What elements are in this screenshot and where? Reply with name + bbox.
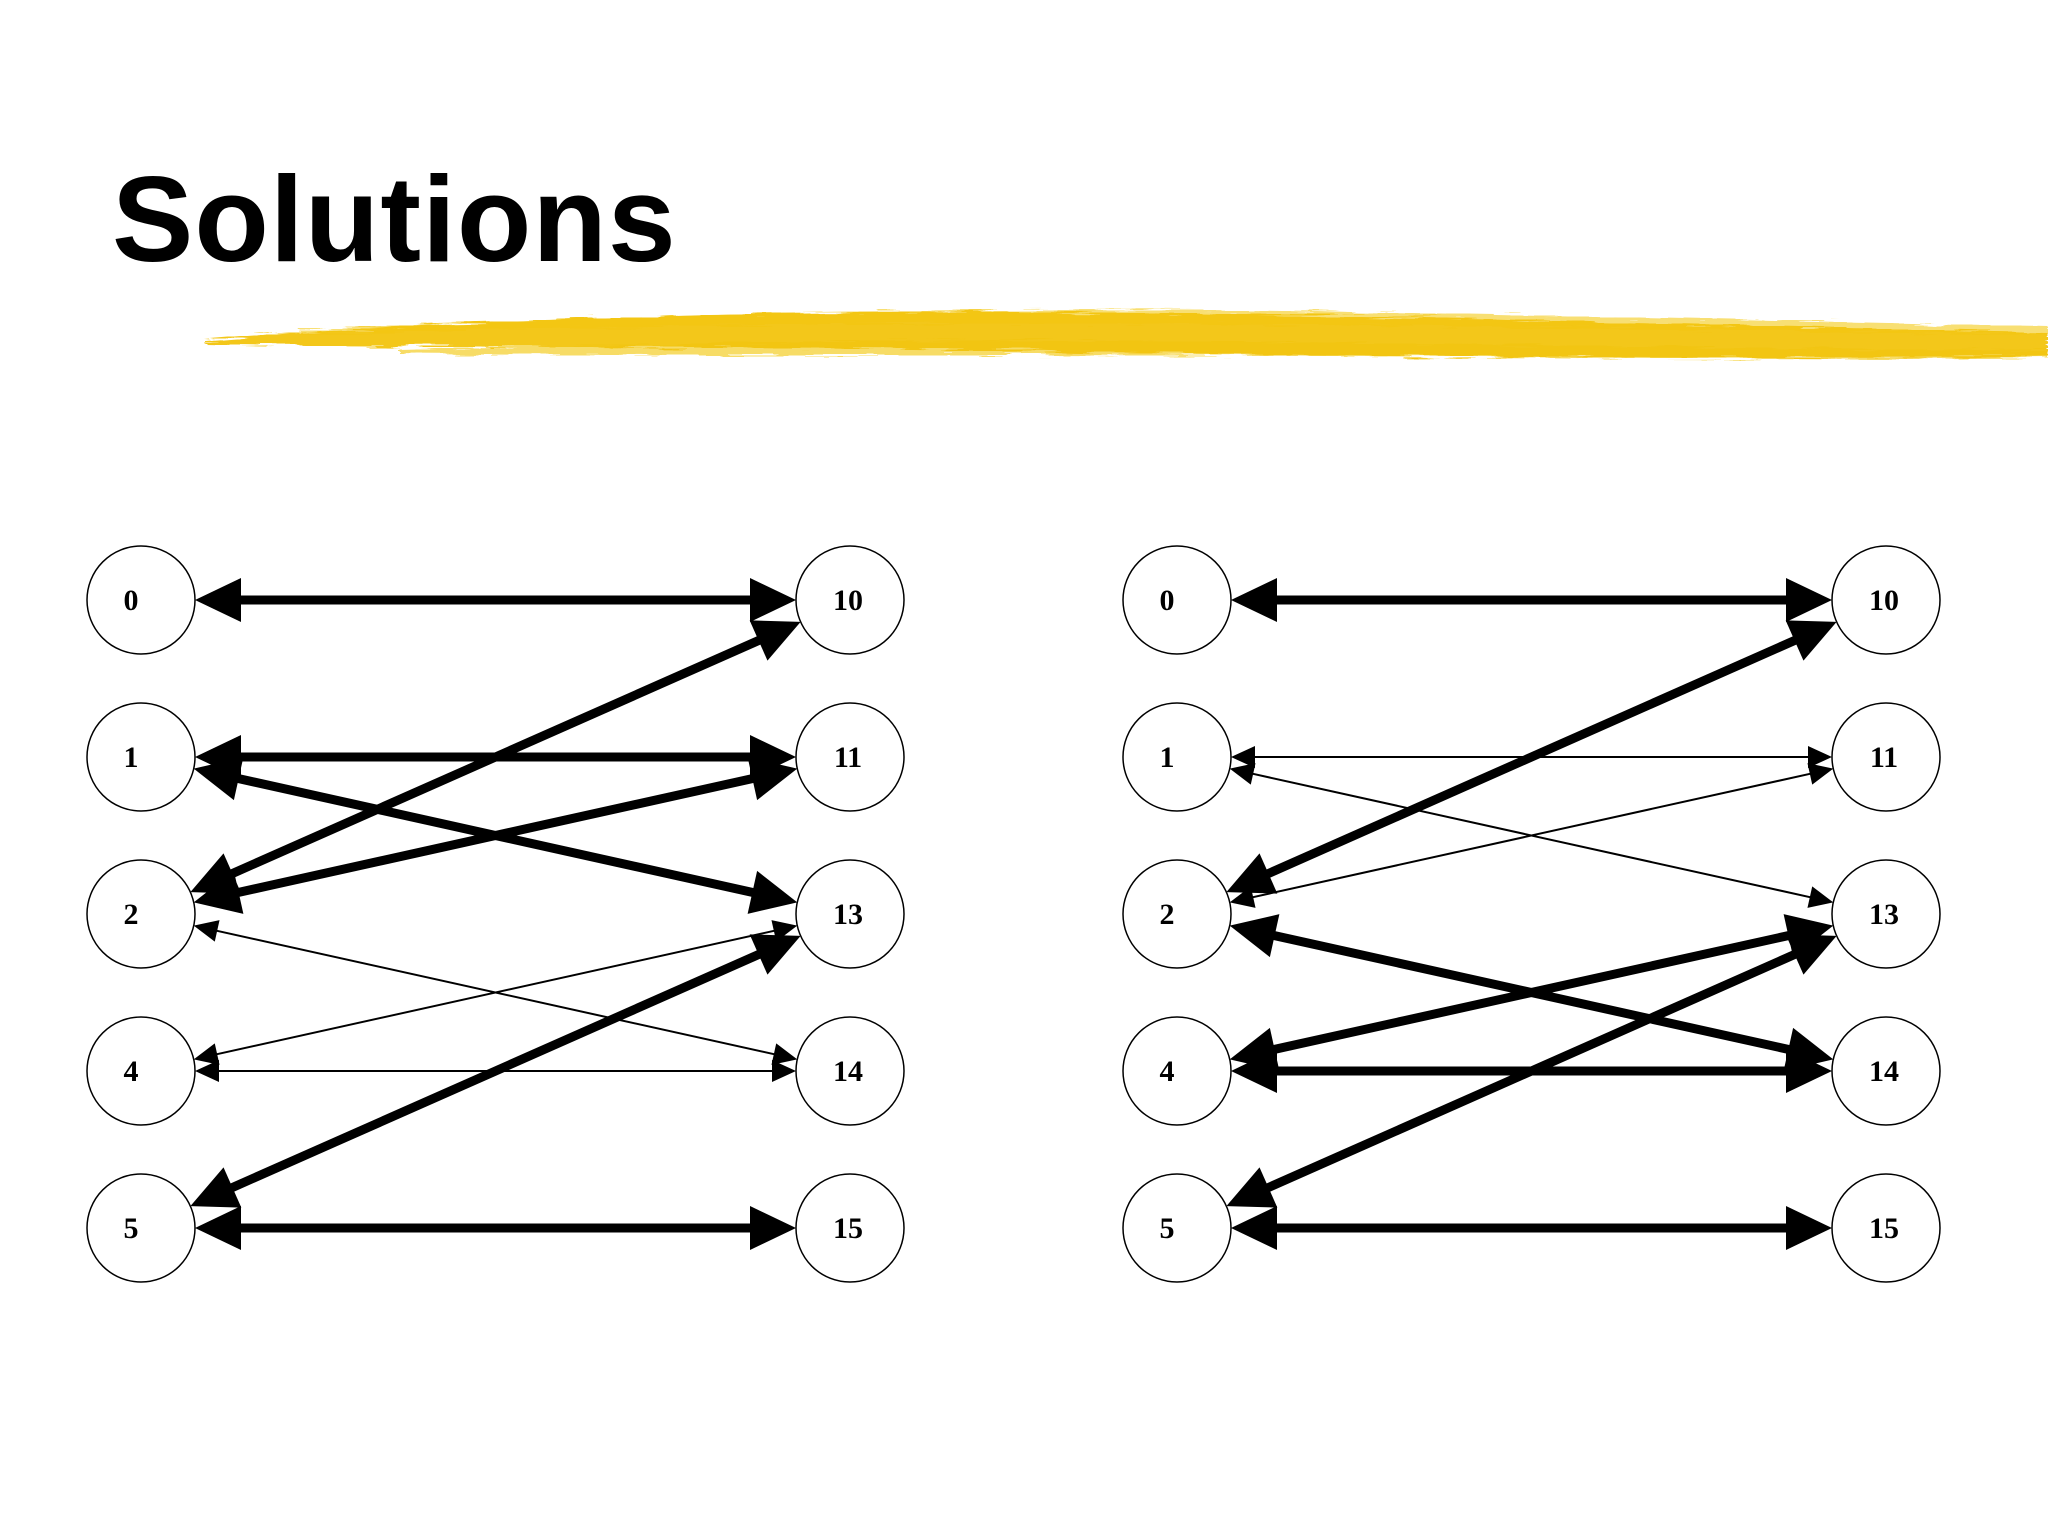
- arrowhead: [1229, 763, 1256, 785]
- arrowhead: [747, 757, 798, 801]
- node-13: [1831, 859, 1941, 969]
- node-15: [1831, 1173, 1941, 1283]
- node-label-1: 1: [1160, 741, 1175, 774]
- edge-n2-n10: [222, 632, 769, 882]
- arrowhead: [1808, 746, 1832, 768]
- node-label-14: 14: [833, 1055, 863, 1088]
- arrowhead: [772, 1060, 796, 1082]
- arrowhead: [1807, 886, 1834, 908]
- node-label-4: 4: [1160, 1055, 1175, 1088]
- node-4: [1122, 1016, 1232, 1126]
- bipartite-graph-left: 0 1 2 4 5 10 11 13 14 15: [86, 545, 905, 1283]
- node-label-14: 14: [1869, 1055, 1899, 1088]
- arrowhead: [195, 1060, 219, 1082]
- node-label-11: 11: [1870, 741, 1898, 774]
- node-label-10: 10: [1869, 584, 1899, 617]
- arrowhead: [1231, 1206, 1277, 1250]
- arrowhead: [1231, 1049, 1277, 1093]
- node-label-13: 13: [1869, 898, 1899, 931]
- node-label-11: 11: [834, 741, 862, 774]
- arrowhead: [1231, 746, 1255, 768]
- arrowhead: [750, 578, 796, 622]
- node-label-15: 15: [1869, 1212, 1899, 1245]
- arrowhead: [750, 1206, 796, 1250]
- node-0: [1122, 545, 1232, 655]
- arrowhead: [193, 870, 244, 914]
- arrowhead: [193, 757, 244, 801]
- node-label-5: 5: [1160, 1212, 1175, 1245]
- arrowhead: [190, 1167, 242, 1208]
- node-1: [86, 702, 196, 812]
- node-14: [795, 1016, 905, 1126]
- node-10: [1831, 545, 1941, 655]
- edge-n2-n11: [1248, 771, 1815, 900]
- edge-n2-n11: [228, 772, 763, 899]
- node-label-13: 13: [833, 898, 863, 931]
- node-2: [1122, 859, 1232, 969]
- arrowhead: [1231, 578, 1277, 622]
- edge-n5-n13: [1258, 946, 1805, 1196]
- arrowhead: [749, 620, 801, 661]
- edge-n4-n13: [1264, 929, 1799, 1056]
- arrowhead: [1786, 1049, 1832, 1093]
- node-label-0: 0: [1160, 584, 1175, 617]
- node-label-2: 2: [1160, 898, 1175, 931]
- node-label-10: 10: [833, 584, 863, 617]
- arrowhead: [193, 920, 220, 942]
- arrowhead: [1807, 763, 1834, 785]
- slide-title: Solutions: [112, 151, 677, 287]
- node-11: [795, 702, 905, 812]
- node-label-0: 0: [124, 584, 139, 617]
- arrowhead: [1229, 886, 1256, 908]
- arrowhead: [1226, 1167, 1278, 1208]
- bipartite-graph-right: 0 1 2 4 5 10 11 13 14 15: [1122, 545, 1941, 1283]
- node-label-15: 15: [833, 1212, 863, 1245]
- arrowhead: [193, 1043, 220, 1065]
- node-1: [1122, 702, 1232, 812]
- arrowhead: [1786, 1206, 1832, 1250]
- arrowhead: [1226, 853, 1278, 894]
- node-label-2: 2: [124, 898, 139, 931]
- title-underline-brush-stroke: [205, 309, 2048, 359]
- arrowhead: [195, 1206, 241, 1250]
- node-0: [86, 545, 196, 655]
- node-4: [86, 1016, 196, 1126]
- edge-n2-n10: [1258, 632, 1805, 882]
- node-2: [86, 859, 196, 969]
- node-10: [795, 545, 905, 655]
- node-label-1: 1: [124, 741, 139, 774]
- arrowhead: [747, 870, 798, 914]
- node-13: [795, 859, 905, 969]
- node-5: [1122, 1173, 1232, 1283]
- arrowhead: [771, 1043, 798, 1065]
- arrowhead: [1786, 578, 1832, 622]
- edge-n4-n13: [212, 928, 779, 1057]
- node-15: [795, 1173, 905, 1283]
- node-label-5: 5: [124, 1212, 139, 1245]
- arrowhead: [1785, 620, 1837, 661]
- arrowhead: [195, 578, 241, 622]
- arrowhead: [1229, 914, 1280, 958]
- node-label-4: 4: [124, 1055, 139, 1088]
- node-14: [1831, 1016, 1941, 1126]
- arrowhead: [1785, 934, 1837, 975]
- node-5: [86, 1173, 196, 1283]
- edge-n5-n13: [222, 946, 769, 1196]
- node-11: [1831, 702, 1941, 812]
- arrowhead: [749, 934, 801, 975]
